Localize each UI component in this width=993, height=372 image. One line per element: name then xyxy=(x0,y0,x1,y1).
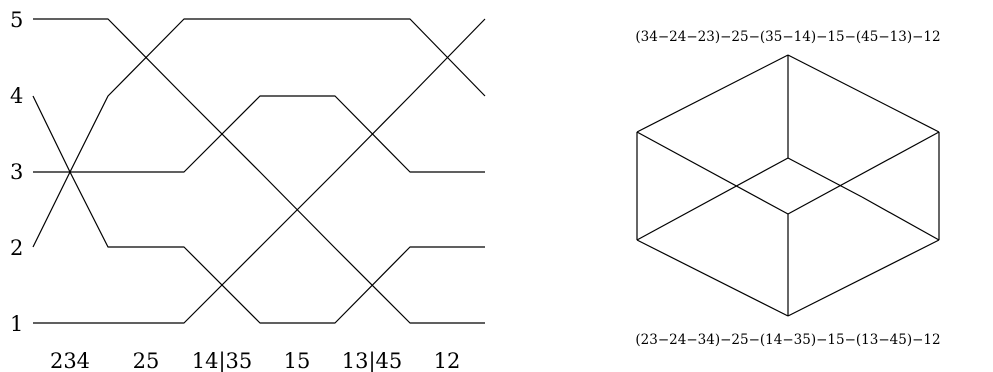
inner-edge-right-lower xyxy=(861,196,940,241)
wire-e xyxy=(33,18,486,324)
wire-a xyxy=(33,18,485,324)
y-axis-labels: 1 2 3 4 5 xyxy=(10,8,23,336)
x-label-234: 234 xyxy=(50,349,90,372)
x-label-12: 12 xyxy=(434,349,461,372)
wire-d xyxy=(32,18,486,248)
y-label-2: 2 xyxy=(10,236,23,260)
hex-edge-bottom-right xyxy=(787,239,940,317)
inner-edge-right-upper xyxy=(787,131,940,215)
x-label-14-35: 14|35 xyxy=(192,349,253,372)
wiring-diagram: 1 2 3 4 5 234 25 14|35 15 13|45 12 xyxy=(10,8,486,372)
hex-edge-top-left xyxy=(636,54,789,133)
wire-c xyxy=(33,95,485,173)
inner-edge-left-upper xyxy=(636,131,789,215)
bottom-caption: (23−24−34)−25−(14−35)−15−(13−45)−12 xyxy=(635,332,940,348)
top-caption: (34−24−23)−25−(35−14)−15−(45−13)−12 xyxy=(635,29,940,45)
inner-edge-top-left xyxy=(636,157,789,241)
wire-b xyxy=(32,95,485,324)
y-label-4: 4 xyxy=(10,84,23,108)
y-label-3: 3 xyxy=(10,160,23,184)
y-label-5: 5 xyxy=(10,8,23,32)
hex-edge-top-right xyxy=(787,54,940,133)
inner-edge-top-right xyxy=(787,157,863,198)
wires xyxy=(32,18,486,324)
hex-edge-bottom-left xyxy=(636,239,789,317)
x-label-25: 25 xyxy=(133,349,160,372)
x-label-15: 15 xyxy=(284,349,311,372)
x-label-13-45: 13|45 xyxy=(342,349,403,372)
hexagon-diagram: (34−24−23)−25−(35−14)−15−(45−13)−12 (23−… xyxy=(635,29,940,348)
x-axis-labels: 234 25 14|35 15 13|45 12 xyxy=(50,349,460,372)
y-label-1: 1 xyxy=(10,312,23,336)
